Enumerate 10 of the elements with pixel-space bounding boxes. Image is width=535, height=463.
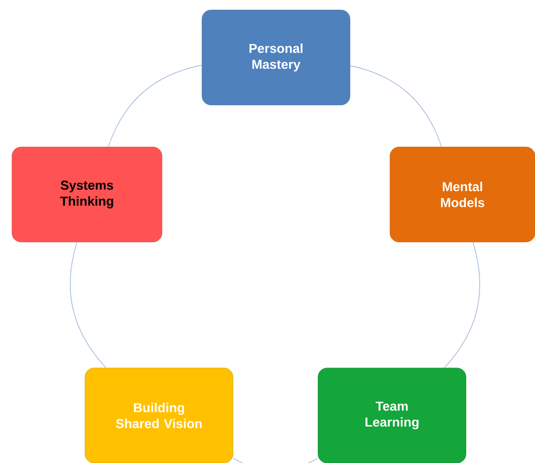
process-box: Team Learning [318, 368, 466, 463]
process-box: Building Shared Vision [84, 368, 234, 463]
connector-arc [108, 64, 202, 148]
connector-arc [350, 65, 442, 148]
process-box: Personal Mastery [202, 10, 350, 106]
connector-arc [232, 458, 318, 463]
connector-arc [70, 242, 106, 368]
connector-arc [444, 242, 480, 368]
process-box: Systems Thinking [12, 146, 162, 242]
process-box: Mental Models [390, 146, 535, 242]
